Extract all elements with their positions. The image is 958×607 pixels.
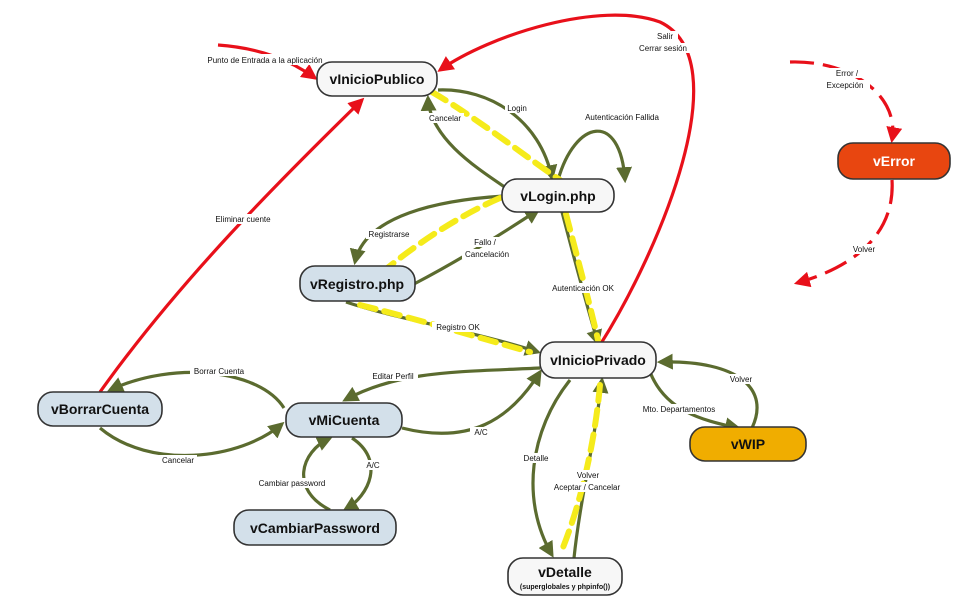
label-editar-perfil: Editar Perfil	[372, 372, 414, 381]
edge-ac-micuenta	[401, 369, 542, 435]
edge-volver-wip	[656, 353, 759, 429]
label-ac-micuenta: A/C	[474, 428, 488, 437]
label-cerrar-sesion: Cerrar sesión	[639, 44, 687, 53]
edge-ac-password	[342, 436, 373, 512]
label-volver-detalle: Volver	[577, 471, 600, 480]
label-registro-ok: Registro OK	[436, 323, 480, 332]
node-vmi-cuenta: vMiCuenta	[285, 402, 403, 438]
highlight-publico-login	[429, 89, 563, 183]
label-auth-fallida: Autenticación Fallida	[585, 113, 659, 122]
label-registrarse: Registrarse	[369, 230, 410, 239]
edge-eliminar-cuenta	[98, 97, 365, 393]
label-fallo: Fallo /	[474, 238, 497, 247]
label-cancelar-login: Cancelar	[429, 114, 461, 123]
node-vborrar-cuenta: vBorrarCuenta	[37, 391, 163, 427]
label-eliminar-cuenta: Eliminar cuente	[215, 215, 271, 224]
node-box	[233, 509, 397, 546]
edge-auth-fallida	[556, 129, 633, 184]
node-box	[37, 391, 163, 427]
label-excepcion: Excepción	[827, 81, 864, 90]
edge-registrarse	[349, 194, 505, 266]
node-title: vError	[873, 153, 916, 169]
node-vdetalle: vDetalle (superglobales y phpinfo())	[507, 557, 623, 596]
node-title: vDetalle	[538, 564, 592, 580]
node-title: vWIP	[731, 436, 765, 452]
edge-editar-perfil	[342, 366, 541, 402]
node-box	[285, 402, 403, 438]
edge-mto-departamentos	[648, 371, 742, 434]
node-title: vBorrarCuenta	[51, 401, 149, 417]
label-cancelacion: Cancelación	[465, 250, 509, 259]
edge-labels: Punto de Entrada a la aplicación Salir C…	[159, 31, 880, 492]
label-login: Login	[507, 104, 527, 113]
node-box	[316, 61, 438, 97]
node-title: vMiCuenta	[309, 412, 380, 428]
label-salir: Salir	[657, 32, 673, 41]
node-box	[501, 178, 615, 213]
edge-volver-error	[793, 179, 894, 288]
node-box	[539, 341, 657, 379]
label-auth-ok: Autenticación OK	[552, 284, 614, 293]
edge-cambiar-password	[302, 436, 333, 512]
node-title: vInicioPublico	[330, 71, 425, 87]
node-vinicio-publico: vInicioPublico	[316, 61, 438, 97]
session-edges	[98, 13, 903, 393]
node-vcambiar-password: vCambiarPassword	[233, 509, 397, 546]
node-vlogin: vLogin.php	[501, 178, 615, 213]
label-error: Error /	[836, 69, 859, 78]
node-box	[507, 557, 623, 596]
label-volver-error: Volver	[853, 245, 876, 254]
node-vregistro: vRegistro.php	[299, 265, 416, 302]
node-box	[299, 265, 416, 302]
label-entry: Punto de Entrada a la aplicación	[207, 56, 322, 65]
node-verror: vError	[837, 142, 951, 180]
highlight-privado-detalle	[559, 382, 603, 553]
label-mto-departamentos: Mto. Departamentos	[643, 405, 715, 414]
node-box	[837, 142, 951, 180]
node-box	[689, 426, 807, 462]
node-title: vInicioPrivado	[550, 352, 646, 368]
label-borrar-cuenta: Borrar Cuenta	[194, 367, 245, 376]
edge-cancelar-login	[420, 94, 513, 194]
node-title: vCambiarPassword	[250, 520, 380, 536]
label-ac-password: A/C	[366, 461, 380, 470]
label-detalle: Detalle	[524, 454, 549, 463]
edge-cancelar-borrar	[98, 421, 285, 458]
label-aceptar-cancelar: Aceptar / Cancelar	[554, 483, 621, 492]
label-cambiar-password: Cambiar password	[259, 479, 326, 488]
highlight-login-registro	[382, 195, 503, 273]
node-title: vLogin.php	[520, 188, 595, 204]
highlight-login-privado	[563, 211, 601, 343]
label-volver-wip: Volver	[730, 375, 753, 384]
node-vwip: vWIP	[689, 426, 807, 462]
node-subtitle: (superglobales y phpinfo())	[520, 584, 610, 591]
node-title: vRegistro.php	[310, 276, 404, 292]
flow-edges	[98, 88, 759, 559]
node-vinicio-privado: vInicioPrivado	[539, 341, 657, 379]
edge-fallo-cancelacion	[413, 208, 541, 286]
edge-detalle	[531, 379, 572, 558]
label-cancelar-borrar: Cancelar	[162, 456, 194, 465]
